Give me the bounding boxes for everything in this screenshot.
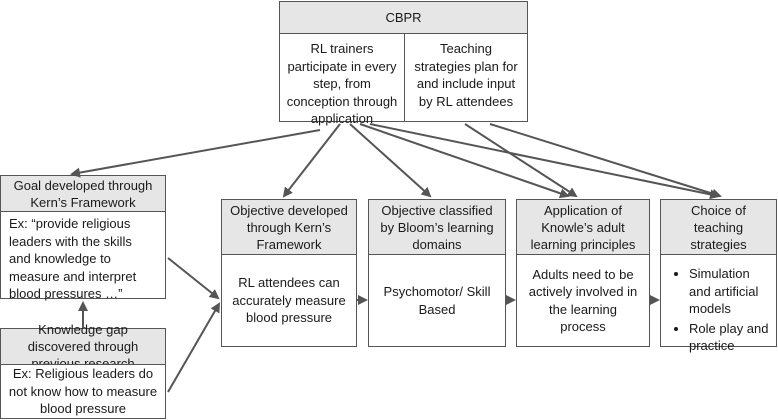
choice-title: Choice of teaching strategies: [660, 199, 777, 255]
cbpr-left-text: RL trainers participate in every step, f…: [286, 41, 398, 126]
gap-title: Knowledge gap discovered through previou…: [0, 322, 166, 371]
knowles-body: Adults need to be actively involved in t…: [516, 254, 650, 347]
arrow-cbpr-to-objective: [282, 123, 341, 198]
choice-item: Role play and practice: [689, 320, 772, 355]
objective-body: RL attendees can accurately measure bloo…: [221, 254, 357, 347]
arrow-cbpr-right-to-choice: [489, 123, 722, 199]
knowles-title-text: Application of Knowle’s adult learning p…: [530, 202, 636, 252]
goal-title: Goal developed through Kern’s Framework: [0, 175, 166, 212]
objective-title-text: Objective developed through Kern’s Frame…: [230, 202, 348, 252]
cbpr-title-text: CBPR: [385, 10, 422, 25]
knowles-title: Application of Knowle’s adult learning p…: [516, 199, 650, 255]
arrow-goal-to-objective: [167, 257, 220, 300]
arrow-cbpr-right-to-knowles: [464, 123, 578, 198]
bloom-body: Psychomotor/ Skill Based: [368, 254, 506, 347]
bloom-title-text: Objective classified by Bloom’s learning…: [380, 202, 494, 252]
gap-body: Ex: Religious leaders do not know how to…: [0, 364, 166, 419]
gap-body-text: Ex: Religious leaders do not know how to…: [8, 366, 158, 417]
arrow-gap-to-objective: [167, 302, 221, 393]
knowles-body-text: Adults need to be actively involved in t…: [528, 266, 638, 335]
objective-body-text: RL attendees can accurately measure bloo…: [232, 275, 346, 326]
bloom-title: Objective classified by Bloom’s learning…: [368, 199, 506, 255]
arrow-cbpr-to-knowles: [359, 123, 570, 199]
bloom-body-text: Psychomotor/ Skill Based: [383, 284, 491, 317]
cbpr-left-box: RL trainers participate in every step, f…: [279, 33, 405, 126]
choice-title-text: Choice of teaching strategies: [690, 202, 747, 252]
arrow-cbpr-to-choice: [369, 123, 720, 200]
goal-title-text: Goal developed through Kern’s Framework: [13, 177, 153, 210]
arrow-cbpr-to-bloom: [349, 123, 432, 198]
cbpr-right-box: Teaching strategies plan for and include…: [404, 33, 528, 122]
arrow-cbpr-to-goal: [70, 129, 321, 178]
objective-title: Objective developed through Kern’s Frame…: [221, 199, 357, 255]
cbpr-title: CBPR: [279, 1, 528, 34]
choice-list: Simulation and artificial models Role pl…: [669, 265, 772, 355]
goal-body: Ex: “provide religious leaders with the …: [0, 211, 166, 301]
goal-body-text: Ex: “provide religious leaders with the …: [9, 216, 137, 301]
choice-body: Simulation and artificial models Role pl…: [660, 254, 777, 353]
choice-item: Simulation and artificial models: [689, 265, 772, 318]
cbpr-right-text: Teaching strategies plan for and include…: [414, 41, 518, 109]
